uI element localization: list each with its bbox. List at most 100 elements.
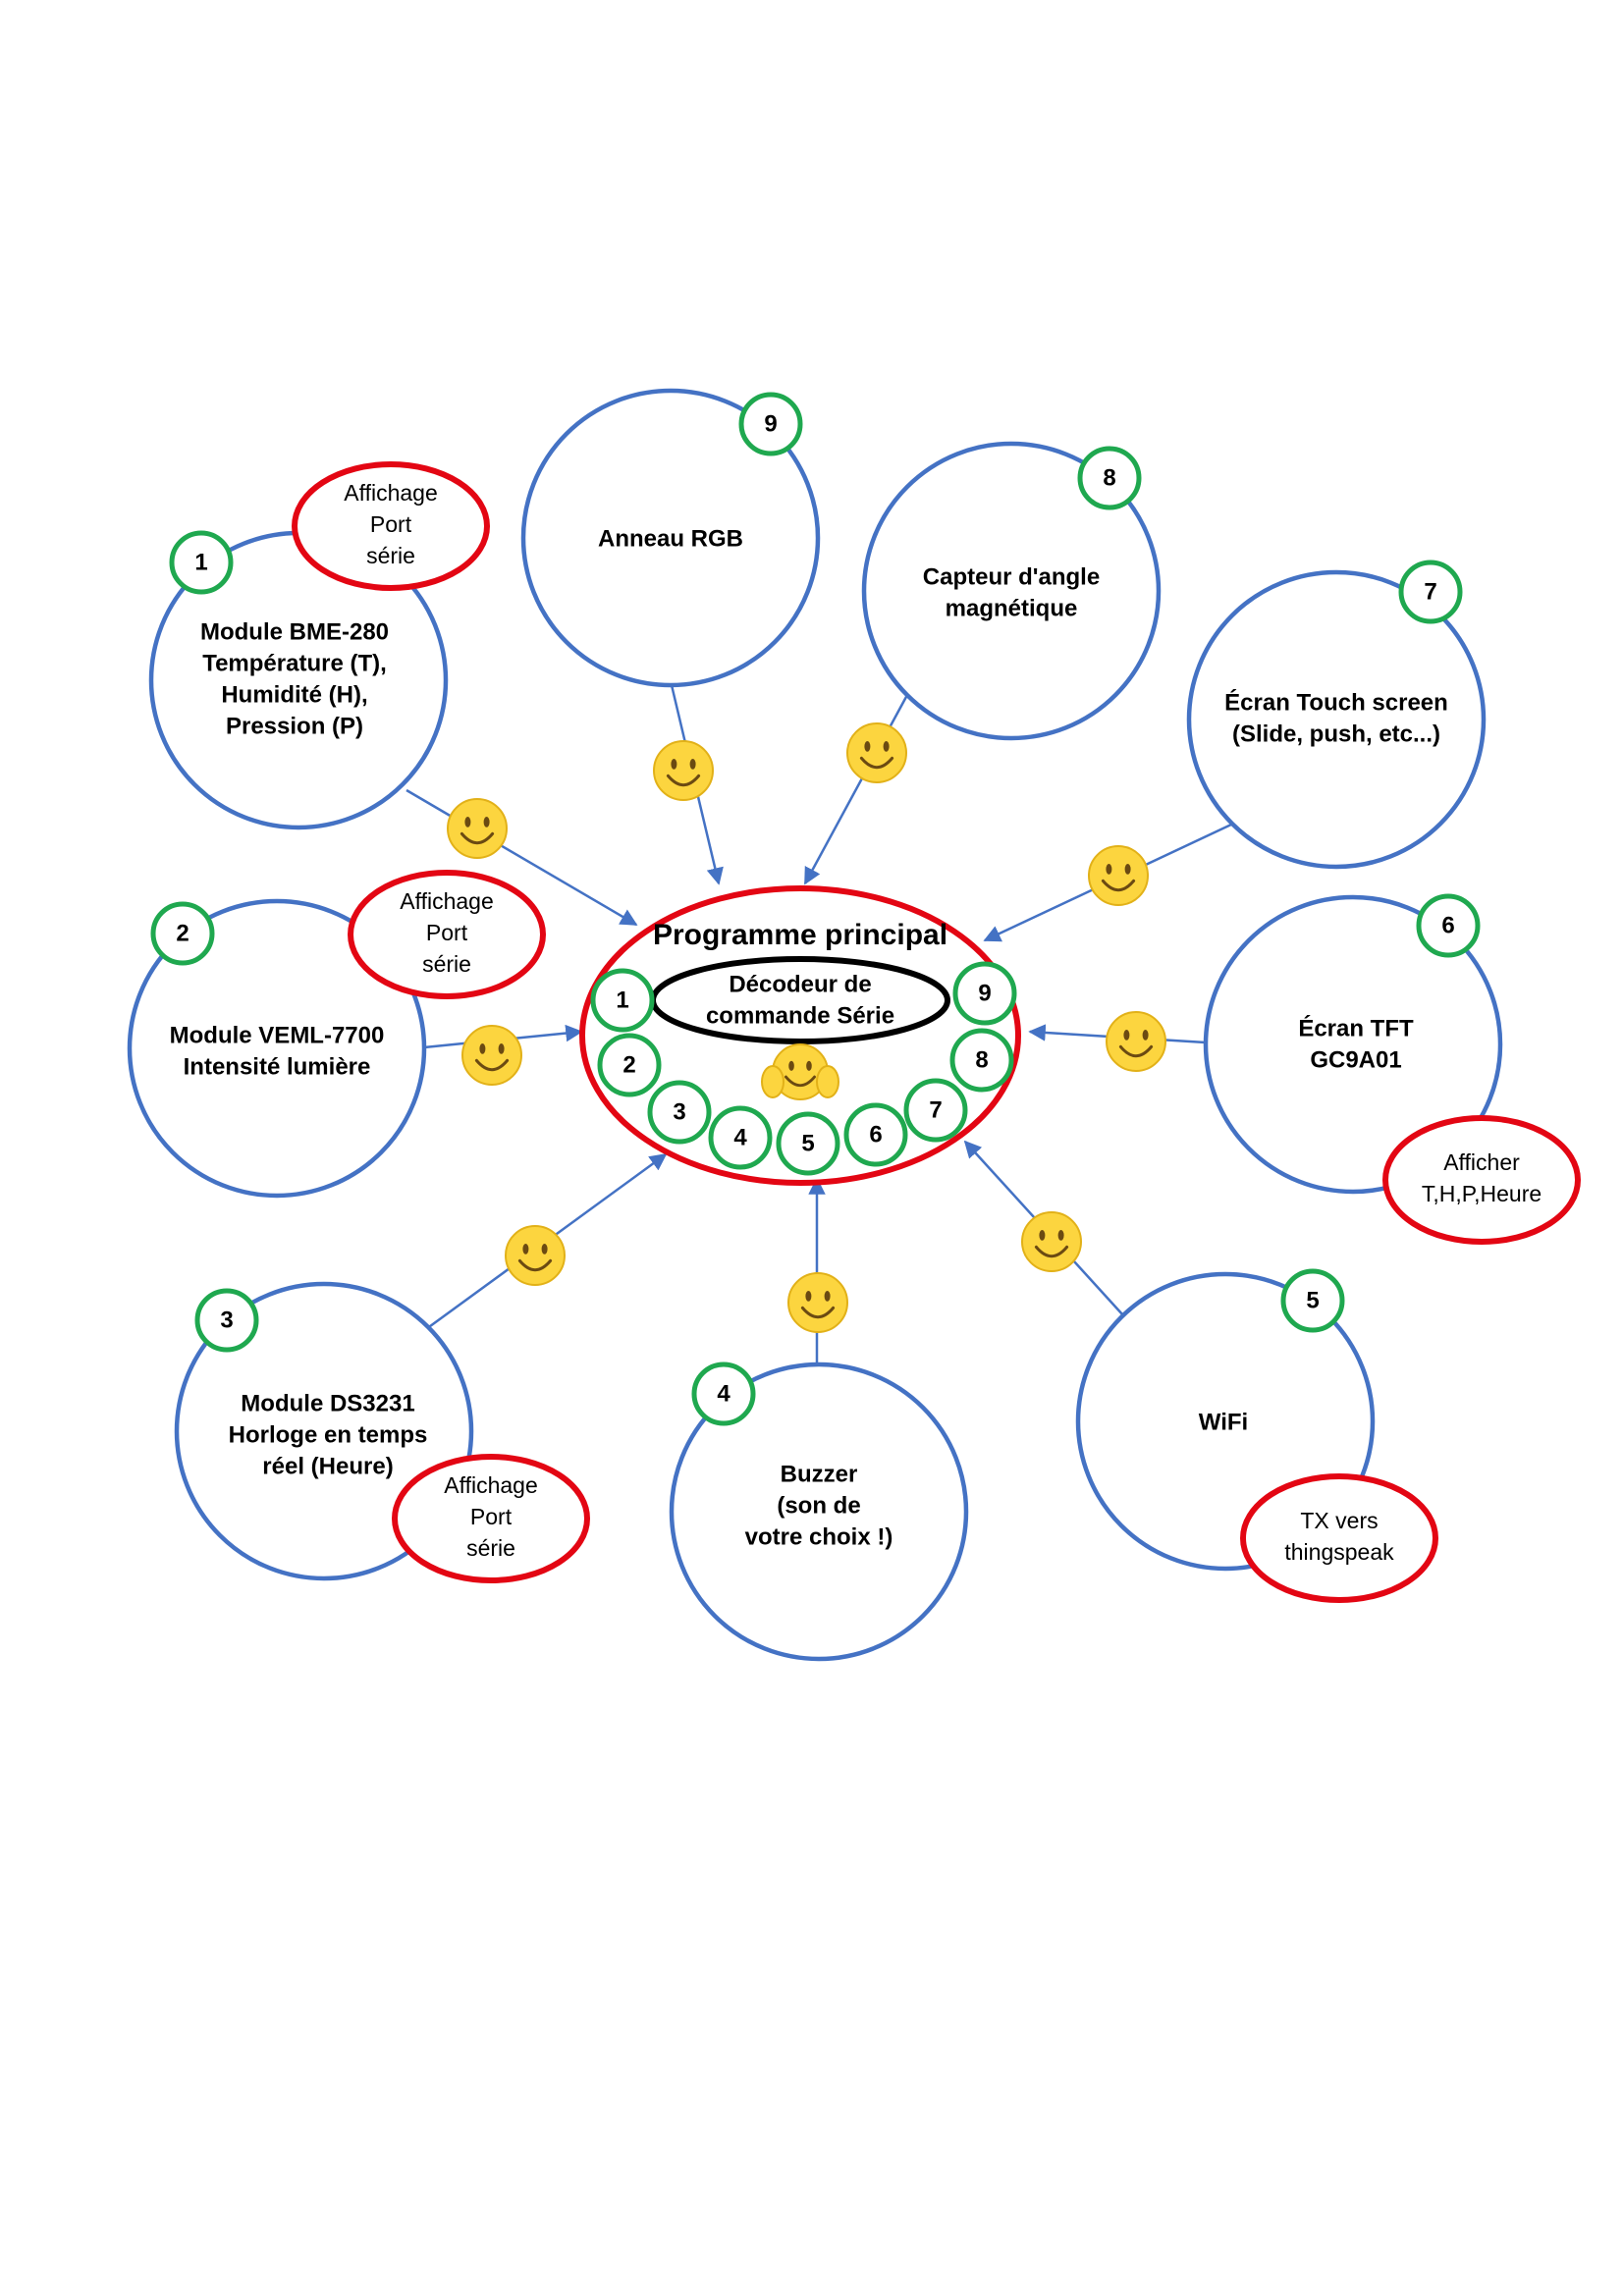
module-label: Capteur d'angle [923, 563, 1100, 590]
inner-badge-9: 9 [952, 961, 1017, 1026]
module-label: Pression (P) [226, 713, 363, 739]
module-number-badge: 7 [1398, 560, 1463, 624]
module-angle: Capteur d'angle magnétique 8 [861, 441, 1162, 741]
thumbs-up-smiley-icon [761, 1043, 839, 1100]
note-text: Affichage [444, 1472, 537, 1498]
module-label: (Slide, push, etc...) [1232, 721, 1440, 747]
inner-badge-1: 1 [590, 968, 655, 1033]
decoder-label: Décodeur de [729, 971, 871, 997]
badge-number: 8 [1103, 464, 1115, 491]
note-text: thingspeak [1284, 1539, 1394, 1565]
connector-arrow-bme280 [406, 788, 638, 927]
badge-number: 3 [220, 1307, 233, 1333]
note-text: Port [470, 1504, 513, 1529]
note-text: série [422, 951, 471, 977]
inner-badge-4: 4 [708, 1105, 773, 1170]
inner-badge-2: 2 [597, 1033, 662, 1097]
inner-badge-7: 7 [903, 1078, 968, 1143]
badge-number: 4 [717, 1380, 730, 1407]
badge-number: 3 [673, 1098, 685, 1125]
module-label: Anneau RGB [598, 525, 743, 552]
badge-number: 4 [733, 1124, 747, 1150]
module-label: Température (T), [202, 650, 387, 676]
note-text: série [466, 1535, 515, 1561]
badge-number: 7 [1424, 578, 1436, 605]
badge-number: 7 [929, 1096, 942, 1123]
module-rgb: Anneau RGB 9 [520, 388, 821, 688]
module-number-badge: 3 [194, 1288, 259, 1353]
smiley-icon [1021, 1211, 1082, 1272]
note-text: TX vers [1300, 1508, 1378, 1533]
module-label: Écran TFT [1298, 1014, 1414, 1041]
smiley-icon [447, 798, 508, 859]
badge-number: 6 [1441, 912, 1454, 938]
inner-badge-6: 6 [843, 1102, 908, 1167]
badge-number: 8 [975, 1046, 988, 1073]
note-text: Affichage [344, 480, 437, 506]
note-text: Port [370, 511, 412, 537]
smiley-icon [653, 740, 714, 801]
module-label: (son de [777, 1492, 860, 1519]
module-label: Intensité lumière [184, 1053, 371, 1080]
main-program-title: Programme principal [653, 919, 947, 951]
inner-badge-3: 3 [647, 1080, 712, 1145]
note-text: Affichage [400, 888, 493, 914]
inner-badge-5: 5 [776, 1111, 840, 1176]
module-label: Module VEML-7700 [170, 1022, 385, 1048]
smiley-icon [787, 1272, 848, 1333]
smiley-icon [1106, 1011, 1166, 1072]
badge-number: 9 [764, 410, 777, 437]
module-number-badge: 4 [691, 1362, 756, 1426]
smileys [447, 722, 1166, 1333]
badge-number: 5 [1306, 1287, 1319, 1313]
badge-number: 2 [622, 1051, 635, 1078]
module-circle [520, 388, 821, 688]
module-number-badge: 2 [150, 901, 215, 966]
badge-number: 1 [194, 549, 207, 575]
module-number-badge: 6 [1416, 893, 1481, 958]
note-text: Port [426, 920, 468, 945]
module-number-badge: 9 [738, 392, 803, 456]
note-text: Afficher [1443, 1149, 1520, 1175]
module-touch: Écran Touch screen (Slide, push, etc...) 7 [1186, 560, 1487, 870]
module-label: Buzzer [781, 1461, 858, 1487]
note-text: T,H,P,Heure [1422, 1181, 1542, 1206]
module-number-badge: 1 [169, 530, 234, 595]
module-circle [1186, 569, 1487, 870]
inner-badge-8: 8 [949, 1028, 1014, 1093]
badge-number: 1 [616, 987, 628, 1013]
badge-number: 5 [801, 1130, 814, 1156]
module-label: Écran Touch screen [1224, 688, 1448, 716]
module-note: TX vers thingspeak [1240, 1473, 1438, 1603]
module-circle [861, 441, 1162, 741]
module-label: magnétique [946, 595, 1078, 621]
module-label: Module BME-280 [200, 618, 389, 645]
module-label: GC9A01 [1310, 1046, 1401, 1073]
smiley-icon [461, 1025, 522, 1086]
module-circle [669, 1362, 969, 1662]
module-circle [1203, 894, 1503, 1195]
connector-arrow-angle [803, 694, 909, 885]
module-label: Horloge en temps [229, 1421, 428, 1448]
module-label: Humidité (H), [221, 681, 367, 708]
module-label: réel (Heure) [262, 1453, 393, 1479]
badge-number: 9 [978, 980, 991, 1006]
smiley-icon [846, 722, 907, 783]
module-number-badge: 5 [1280, 1268, 1345, 1333]
badge-number: 2 [176, 920, 189, 946]
